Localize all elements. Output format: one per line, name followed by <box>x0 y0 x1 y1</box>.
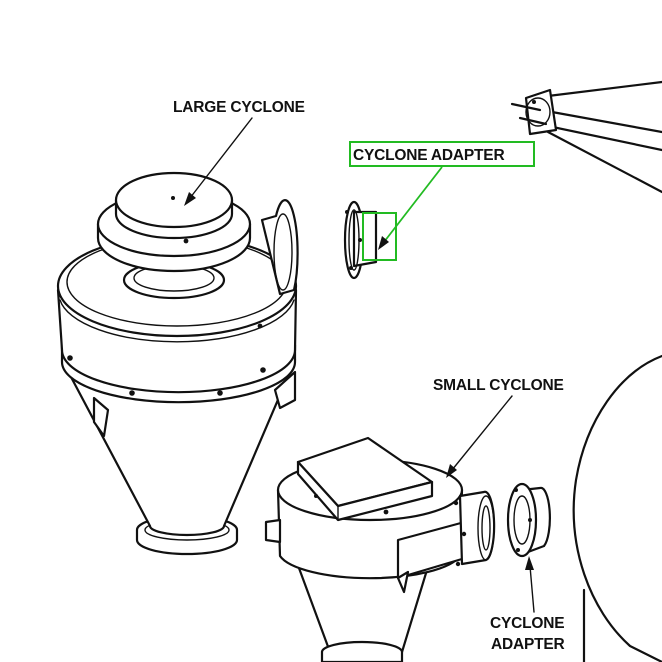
cyclone-adapter-bottom-leader <box>525 556 535 613</box>
right-vessel-partial <box>572 354 662 662</box>
large-cyclone-cone <box>60 358 297 537</box>
small-cyclone <box>264 436 496 662</box>
cyclone-adapter-label-box <box>349 141 535 167</box>
label-cyclone-adapter-top: CYCLONE ADAPTER <box>353 147 504 164</box>
large-cyclone <box>56 171 299 556</box>
label-cyclone-adapter-bottom-line1: CYCLONE <box>490 615 564 632</box>
large-cyclone-tab-right <box>273 370 297 410</box>
label-large-cyclone: LARGE CYCLONE <box>173 99 305 116</box>
cyclone-adapter-highlight <box>362 212 397 261</box>
small-cyclone-tab <box>264 518 282 544</box>
large-cyclone-leader <box>184 117 253 206</box>
small-cyclone-leader <box>446 395 513 478</box>
cyclone-adapter-bottom-part <box>506 482 551 558</box>
cyclone-adapter-top-leader <box>378 166 443 250</box>
small-cyclone-side-flange <box>458 490 496 566</box>
label-small-cyclone: SMALL CYCLONE <box>433 377 564 394</box>
top-right-clamp-assembly <box>510 80 662 194</box>
label-cyclone-adapter-bottom-line2: ADAPTER <box>491 636 565 653</box>
cyclone-adapter-top-part <box>343 200 378 280</box>
large-cyclone-tab-left <box>92 396 110 438</box>
